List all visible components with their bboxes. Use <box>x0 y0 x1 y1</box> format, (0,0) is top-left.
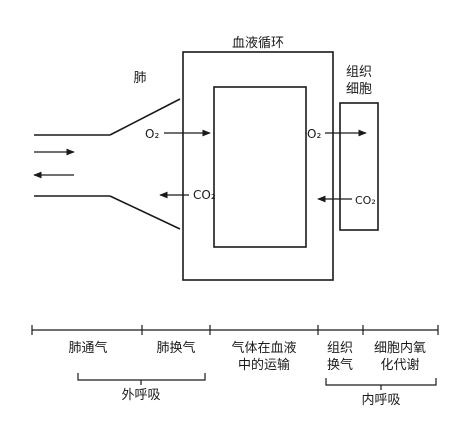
co2-lung-label: CO₂ <box>193 188 216 202</box>
stage-blood-transport-line1: 气体在血液 <box>231 340 296 356</box>
external-respiration-label: 外呼吸 <box>121 388 160 403</box>
stage-tissue-exchange-line2: 换气 <box>327 357 353 373</box>
stage-tissue-exchange-line1: 组织 <box>327 341 353 356</box>
o2-lung-label: O₂ <box>145 127 159 141</box>
lung-funnel-upper <box>109 98 181 136</box>
internal-respiration-bracket <box>325 378 437 386</box>
blood-circulation-label: 血液循环 <box>232 36 284 51</box>
tissue-cells-label-line2: 细胞 <box>346 82 372 97</box>
lung-label: 肺 <box>133 71 146 86</box>
tissue-cells-box <box>339 102 379 231</box>
stage-blood-transport-line2: 中的运输 <box>238 357 290 373</box>
blood-vessel-box <box>213 86 307 248</box>
o2-tissue-label: O₂ <box>307 127 321 141</box>
stage-cellular-metabolism-line1: 细胞内氧 <box>374 340 426 356</box>
stage-pulmonary-exchange: 肺换气 <box>156 340 195 356</box>
stage-cellular-metabolism-line2: 化代谢 <box>380 357 419 373</box>
external-respiration-bracket <box>77 373 206 381</box>
co2-tissue-label: CO₂ <box>355 194 376 207</box>
lung-funnel-lower <box>109 195 181 230</box>
tissue-cells-label-line1: 组织 <box>346 65 372 80</box>
stage-pulmonary-ventilation: 肺通气 <box>68 340 107 356</box>
internal-respiration-label: 内呼吸 <box>361 392 400 408</box>
